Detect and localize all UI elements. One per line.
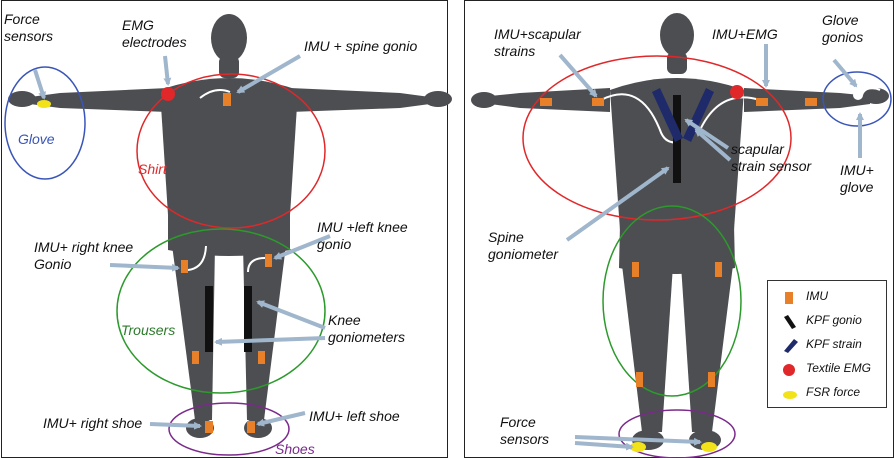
back-label-glove-gonios: Glove gonios xyxy=(822,12,863,46)
kpf-gonio-bar-icon xyxy=(782,315,798,329)
front-label-knee-goniometers: Knee goniometers xyxy=(328,312,405,346)
back-label-imu-scapular: IMU+scapular strains xyxy=(494,26,581,60)
legend-label: Textile EMG xyxy=(806,361,871,375)
front-imu-right-knee xyxy=(181,260,188,273)
front-label-force-sensors: Force sensors xyxy=(4,11,53,45)
back-imu-left-forearm xyxy=(805,98,817,106)
back-imu-glove xyxy=(853,90,863,100)
back-label-scapular-strain-sensor: scapular strain sensor xyxy=(731,141,811,175)
back-label-force-sensors: Force sensors xyxy=(500,414,549,448)
front-label-imu-left-knee: IMU +left knee gonio xyxy=(317,219,408,253)
front-label-imu-left-shoe: IMU+ left shoe xyxy=(309,408,400,425)
back-left-hand xyxy=(863,88,889,104)
back-imu-right-thigh xyxy=(632,262,639,277)
back-right-leg xyxy=(622,265,673,432)
legend-item-imu: IMU xyxy=(768,287,886,307)
front-imu-right-shoe xyxy=(205,421,213,433)
sensor-legend: IMU KPF gonio KPF strain Textile EMG FSR… xyxy=(767,280,887,408)
legend-item-fsr-force: FSR force xyxy=(768,383,886,403)
back-neck xyxy=(667,52,687,74)
back-imu-right-upperarm xyxy=(592,98,604,106)
back-fsr-left xyxy=(701,442,717,452)
front-left-arm xyxy=(290,88,430,112)
back-fsr-right xyxy=(630,442,646,452)
glove-ring xyxy=(5,67,85,179)
front-left-hand xyxy=(424,91,452,107)
front-right-hand xyxy=(8,91,36,107)
front-label-glove: Glove xyxy=(18,131,55,148)
front-fsr-glove xyxy=(37,100,51,108)
back-label-spine-goniometer: Spine goniometer xyxy=(488,229,558,263)
back-imu-left-thigh xyxy=(715,262,722,277)
front-right-arm xyxy=(30,88,168,112)
front-imu-spine xyxy=(223,93,231,106)
legend-label: IMU xyxy=(806,289,828,303)
back-head xyxy=(660,13,694,57)
back-label-imu-emg: IMU+EMG xyxy=(712,26,778,43)
fsr-force-oval-icon xyxy=(782,387,798,401)
back-left-leg xyxy=(681,265,733,432)
back-emg-electrode xyxy=(730,85,744,99)
front-emg-electrode xyxy=(161,87,175,101)
back-imu-left-calf xyxy=(708,372,715,387)
legend-label: FSR force xyxy=(806,385,860,399)
front-label-imu-right-knee: IMU+ right knee Gonio xyxy=(34,239,133,273)
back-imu-left-upperarm xyxy=(756,98,768,106)
legend-label: KPF gonio xyxy=(806,313,862,327)
legend-item-kpf-gonio: KPF gonio xyxy=(768,311,886,331)
back-label-imu-glove: IMU+ glove xyxy=(840,162,874,196)
legend-item-kpf-strain: KPF strain xyxy=(768,335,886,355)
back-imu-right-calf xyxy=(636,372,643,387)
kpf-strain-bar-icon xyxy=(782,339,798,353)
textile-emg-dot-icon xyxy=(782,363,796,377)
front-label-shoes: Shoes xyxy=(275,441,315,458)
front-label-trousers: Trousers xyxy=(121,322,175,339)
imu-square-icon xyxy=(782,291,796,305)
front-imu-left-shoe xyxy=(247,421,255,433)
front-label-imu-right-shoe: IMU+ right shoe xyxy=(43,415,142,432)
front-label-shirt: Shirt xyxy=(138,161,167,178)
front-imu-right-shin xyxy=(192,351,199,364)
front-label-imu-spine: IMU + spine gonio xyxy=(304,38,417,55)
front-right-knee-gonio xyxy=(205,286,213,352)
legend-item-textile-emg: Textile EMG xyxy=(768,359,886,379)
front-imu-left-shin xyxy=(258,351,265,364)
front-imu-left-knee xyxy=(265,254,272,267)
back-right-hand xyxy=(471,92,497,108)
back-imu-right-forearm xyxy=(540,98,552,106)
front-head xyxy=(211,14,247,62)
legend-label: KPF strain xyxy=(806,337,862,351)
front-label-emg-electrodes: EMG electrodes xyxy=(122,17,187,51)
